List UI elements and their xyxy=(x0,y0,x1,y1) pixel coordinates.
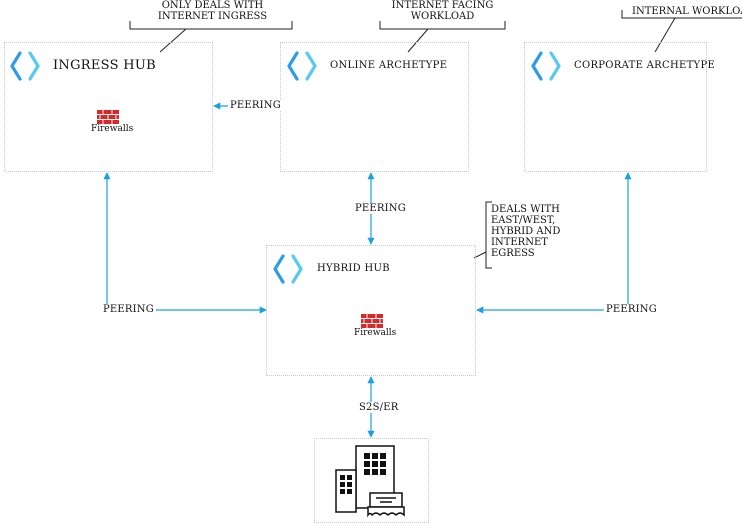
firewall-brick-icon xyxy=(361,314,383,328)
hybrid-hub-box[interactable] xyxy=(266,245,476,376)
corporate-callout-line: INTERNAL WORKLOAD xyxy=(632,6,742,17)
corporate-callout-text: INTERNAL WORKLOAD xyxy=(632,6,742,17)
ingress-hub-box[interactable] xyxy=(4,42,213,172)
ingress-callout-bracket xyxy=(129,21,293,30)
firewall-brick-icon xyxy=(97,110,119,124)
hybrid-firewall-label: Firewalls xyxy=(354,328,397,338)
corporate-callout-bracket xyxy=(621,10,742,19)
ingress-hybrid-peering-label: PEERING xyxy=(101,304,156,315)
corporate-archetype-box[interactable] xyxy=(524,42,707,172)
hybrid-callout-text: DEALS WITH EAST/WEST, HYBRID AND INTERNE… xyxy=(491,204,571,259)
hybrid-callout-line: EAST/WEST, xyxy=(491,215,556,226)
corporate-callout-pointer xyxy=(654,17,676,53)
online-archetype-title: ONLINE ARCHETYPE xyxy=(330,60,448,71)
online-callout-line: WORKLOAD xyxy=(410,11,475,22)
hybrid-onprem-s2s-label: S2S/ER xyxy=(357,402,401,413)
vnet-brackets-icon xyxy=(273,254,303,284)
ingress-online-peering-label: PEERING xyxy=(228,100,283,111)
onprem-box[interactable] xyxy=(314,438,429,523)
hybrid-callout-line: DEALS WITH xyxy=(491,204,560,215)
hybrid-callout-line: HYBRID AND xyxy=(491,226,561,237)
vnet-brackets-icon xyxy=(531,51,561,81)
ingress-callout-line: ONLY DEALS WITH xyxy=(161,0,264,11)
ingress-callout-line: INTERNET INGRESS xyxy=(157,11,268,22)
corporate-archetype-title: CORPORATE ARCHETYPE xyxy=(574,60,716,71)
hybrid-callout-pointer xyxy=(473,251,487,259)
ingress-callout-pointer xyxy=(159,28,187,53)
hybrid-callout-line: EGRESS xyxy=(491,248,535,259)
online-callout-bracket xyxy=(379,21,506,30)
online-callout-pointer xyxy=(407,28,429,53)
vnet-brackets-icon xyxy=(10,51,40,81)
hybrid-callout-line: INTERNET xyxy=(491,237,548,248)
office-building-icon xyxy=(335,445,405,518)
ingress-hybrid-peering-line xyxy=(103,172,267,314)
vnet-brackets-icon xyxy=(287,51,317,81)
ingress-hub-title: INGRESS HUB xyxy=(53,58,157,73)
ingress-firewall-label: Firewalls xyxy=(91,124,134,134)
online-callout-line: INTERNET FACING xyxy=(391,0,494,11)
corporate-hybrid-peering-label: PEERING xyxy=(604,304,659,315)
hybrid-callout-bracket xyxy=(485,201,492,269)
hybrid-hub-title: HYBRID HUB xyxy=(317,263,390,274)
ingress-callout-text: ONLY DEALS WITH INTERNET INGRESS xyxy=(150,0,275,22)
online-hybrid-peering-label: PEERING xyxy=(353,203,408,214)
online-callout-text: INTERNET FACING WORKLOAD xyxy=(390,0,495,22)
